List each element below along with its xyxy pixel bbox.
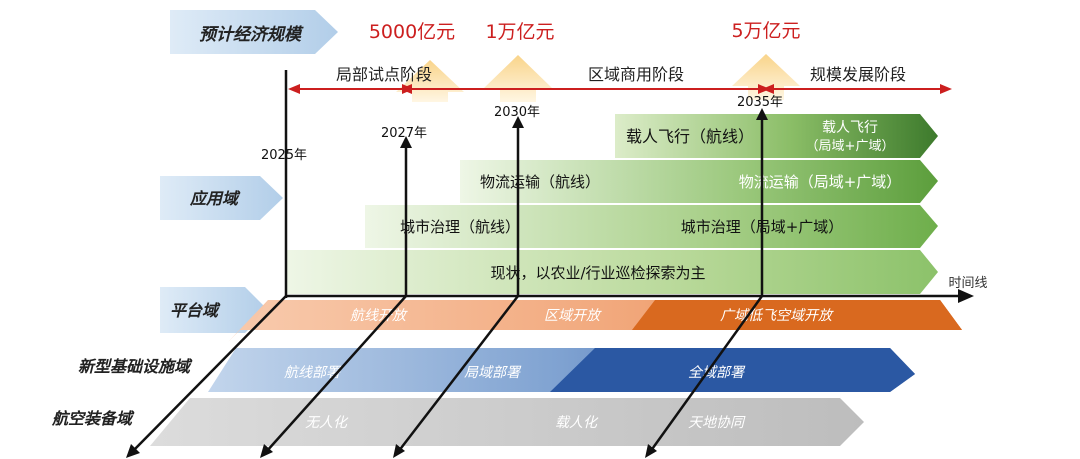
- infrastructure-band-3: 全域部署: [688, 365, 746, 381]
- equipment-band-1: 无人化: [305, 415, 349, 431]
- platform-band-2: 区域开放: [544, 308, 602, 324]
- app-row-2-left: 城市治理（航线）: [400, 218, 520, 236]
- app-row-4-right2: （局域+广域）: [806, 139, 895, 154]
- chevron-platform: [160, 287, 268, 333]
- economy-label: 预计经济规模: [199, 25, 304, 45]
- stage-arrow-left-3: [762, 84, 774, 94]
- arrowhead-2030: [512, 116, 524, 128]
- domain-equipment: 航空装备域: [51, 409, 135, 428]
- diag-2030-head: [393, 444, 405, 458]
- up-arrow-1: [396, 60, 464, 102]
- app-row-4: [615, 114, 938, 158]
- stage-3-label: 规模发展阶段: [810, 65, 906, 84]
- diag-2027: [265, 295, 407, 453]
- app-row-4-right: 载人飞行: [822, 120, 878, 136]
- app-row-3-left: 物流运输（航线）: [480, 173, 600, 191]
- diag-2035: [648, 295, 764, 453]
- economy-value-1: 5000亿元: [369, 21, 455, 43]
- domain-infrastructure: 新型基础设施域: [78, 357, 193, 376]
- year-2035: 2035年: [737, 95, 783, 110]
- platform-band-dark: [632, 300, 962, 330]
- stage-arrow-right-3: [940, 84, 952, 94]
- diag-2035-head: [645, 444, 657, 458]
- year-2027: 2027年: [381, 126, 427, 141]
- diag-2025-head: [126, 444, 140, 458]
- infrastructure-band-dark: [550, 348, 915, 392]
- stage-2-label: 区域商用阶段: [588, 65, 684, 84]
- arrowhead-2027: [400, 136, 412, 148]
- app-row-1-right: 现状，以农业/行业巡检探索为主: [490, 264, 705, 282]
- stage-1-label: 局部试点阶段: [336, 65, 432, 84]
- economy-value-2: 1万亿元: [485, 21, 554, 43]
- chevron-economy: [170, 10, 338, 54]
- chevron-application: [160, 176, 283, 220]
- economy-value-3: 5万亿元: [731, 20, 800, 42]
- timeline-arrowhead: [958, 289, 974, 303]
- platform-band-3: 广域低飞空域开放: [720, 308, 834, 324]
- platform-band-1: 航线开放: [350, 308, 408, 324]
- equipment-band: [150, 398, 864, 446]
- diag-2030: [397, 295, 519, 453]
- stage-arrow-left-1: [288, 84, 300, 94]
- app-row-4-left: 载人飞行（航线）: [626, 127, 754, 146]
- diag-2025: [131, 295, 287, 453]
- up-arrow-2: [484, 55, 552, 102]
- app-row-3-right: 物流运输（局域+广域）: [739, 173, 902, 191]
- up-arrow-3: [732, 54, 800, 100]
- equipment-band-2: 载人化: [555, 415, 599, 431]
- app-row-1: [287, 250, 938, 294]
- diag-2027-head: [260, 444, 273, 458]
- app-row-2: [365, 205, 938, 248]
- domain-platform: 平台域: [170, 301, 221, 320]
- arrowhead-2035: [756, 108, 768, 120]
- year-2025: 2025年: [261, 148, 307, 163]
- infrastructure-band-2: 局域部署: [464, 365, 522, 381]
- timeline-label: 时间线: [948, 276, 987, 291]
- domain-application: 应用域: [189, 189, 241, 208]
- infrastructure-band-1: 航线部署: [284, 365, 342, 381]
- app-row-3: [460, 160, 938, 203]
- equipment-band-3: 天地协同: [688, 415, 746, 431]
- stage-arrow-left-2: [400, 84, 412, 94]
- year-2030: 2030年: [494, 105, 540, 120]
